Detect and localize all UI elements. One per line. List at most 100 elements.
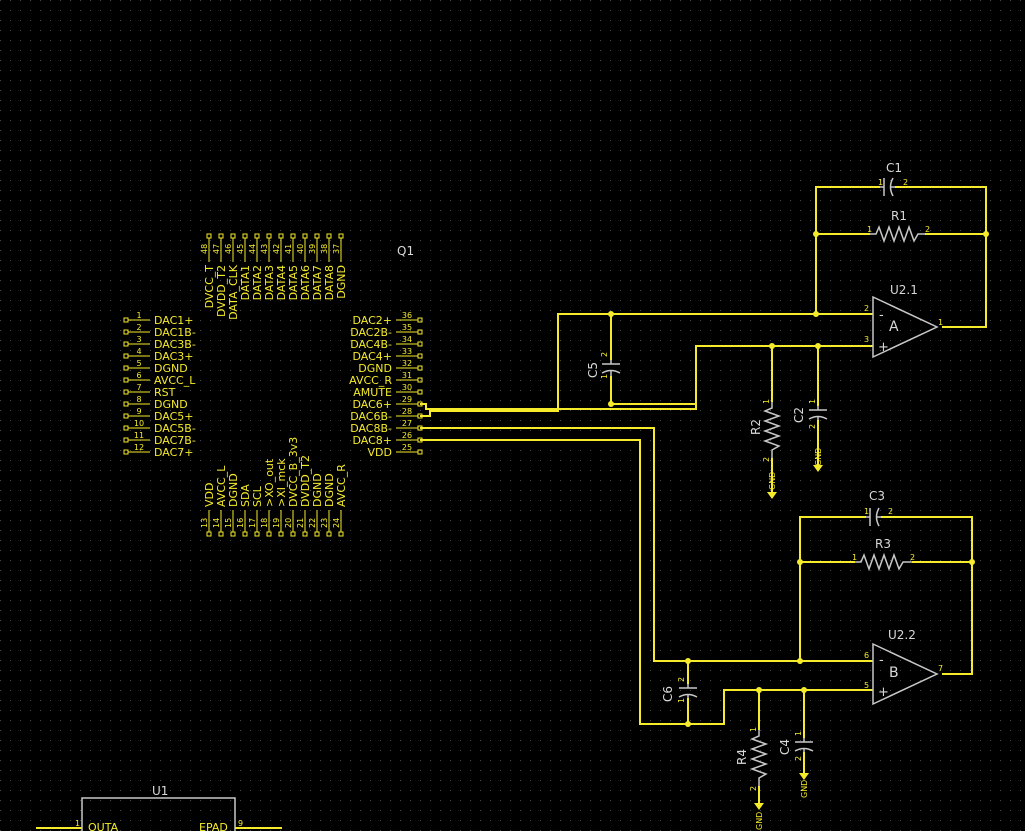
pin-name: DAC6+ xyxy=(352,398,392,411)
capacitor-c3[interactable]: C3 1 2 xyxy=(864,489,893,527)
pin-number: 23 xyxy=(320,518,329,528)
resistor-r1[interactable]: R1 1 2 xyxy=(867,209,930,244)
ground-arrow-icon xyxy=(767,492,777,499)
pin-number: 45 xyxy=(236,244,245,254)
r2-ref: R2 xyxy=(749,419,763,435)
pin-terminal-icon xyxy=(242,531,248,537)
pin-terminal-icon xyxy=(206,233,212,239)
pin-terminal-icon xyxy=(230,233,236,239)
resistor-r4[interactable]: R4 1 2 GND xyxy=(735,727,769,830)
pin-number: 35 xyxy=(402,323,412,332)
pin-name: RST xyxy=(154,386,176,399)
opamp-u2-1[interactable]: U2.1 A - + 2 3 1 xyxy=(864,283,943,359)
pin-number: 14 xyxy=(212,518,221,528)
pin-number: 48 xyxy=(200,244,209,254)
u2-1-pin-plus: 3 xyxy=(864,335,869,344)
capacitor-c2[interactable]: C2 1 2 GND xyxy=(792,399,828,472)
resistor-r2[interactable]: R2 1 2 GND xyxy=(749,399,782,499)
ic-u1[interactable]: U1 OUTA EPAD 1 9 xyxy=(75,784,243,831)
capacitor-c6[interactable]: C6 1 2 xyxy=(661,677,698,703)
opamp-triangle-icon xyxy=(872,642,939,706)
capacitor-c4[interactable]: C4 1 2 GND xyxy=(778,731,814,798)
c4-ref: C4 xyxy=(778,739,792,755)
pin-number: 39 xyxy=(308,244,317,254)
pin-number: 37 xyxy=(332,244,341,254)
q1-pin-18[interactable]: 18>XO_out xyxy=(260,458,276,537)
capacitor-c1[interactable]: C1 1 2 xyxy=(878,161,908,197)
resistor-r3[interactable]: R3 1 2 xyxy=(852,537,915,572)
pin-number: 47 xyxy=(212,244,221,254)
capacitor-c5[interactable]: C5 1 2 xyxy=(586,352,621,379)
q1-pin-14[interactable]: 14 AVCC_L xyxy=(212,465,228,537)
c6-ref: C6 xyxy=(661,686,675,702)
wire-dac8bm xyxy=(420,427,873,662)
pin-number: 40 xyxy=(296,244,305,254)
pin-name: DAC1+ xyxy=(154,314,194,327)
c6-pin2: 2 xyxy=(677,677,686,682)
resistor-icon xyxy=(870,224,925,244)
opamp-u2-2[interactable]: U2.2 B - + 6 5 7 xyxy=(864,628,943,706)
q1-ref: Q1 xyxy=(397,244,414,258)
pin-terminal-icon xyxy=(326,233,332,239)
pin-terminal-icon xyxy=(417,353,423,359)
u1-pin-right-name: EPAD xyxy=(199,821,228,831)
pin-name: DAC6B- xyxy=(350,410,392,423)
junctions xyxy=(608,231,989,727)
pin-name: DVCC_T xyxy=(203,265,216,309)
pin-number: 32 xyxy=(402,359,412,368)
pin-number: 20 xyxy=(284,518,293,528)
q1-pin-19[interactable]: 19>XI_mck xyxy=(272,458,288,537)
ground-arrow-icon xyxy=(813,465,823,472)
pin-name: AVCC_L xyxy=(215,465,228,507)
pin-name: DVDD_T2 xyxy=(299,455,312,507)
u1-ref: U1 xyxy=(152,784,168,798)
